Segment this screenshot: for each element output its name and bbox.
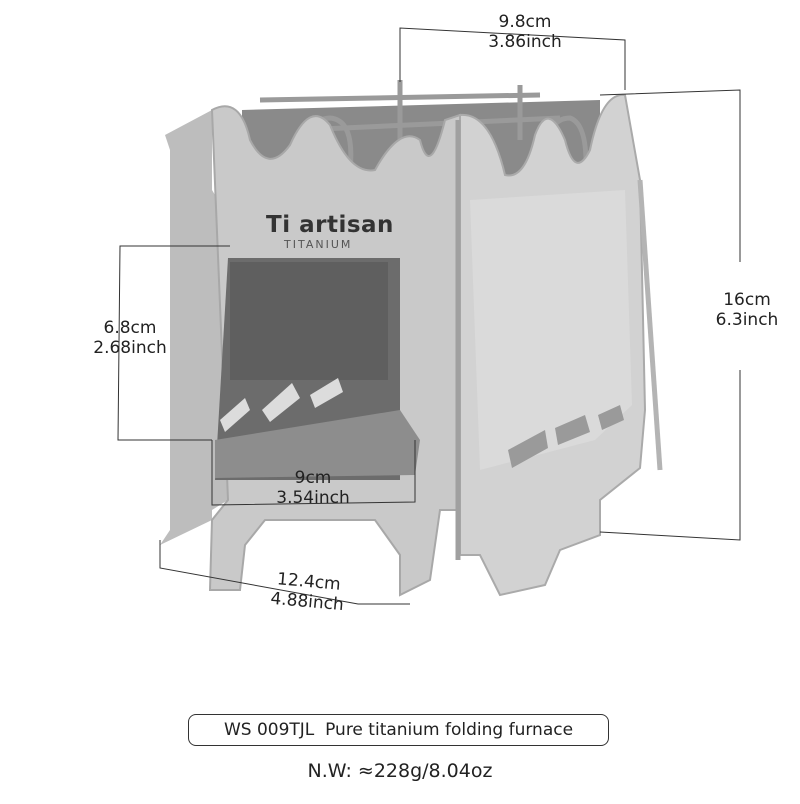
brand-name: Ti artisan xyxy=(266,212,394,238)
net-weight-label: N.W: xyxy=(307,760,352,782)
dimension-opening-inch: 2.68inch xyxy=(93,338,167,358)
dimension-inner-inch: 3.54inch xyxy=(276,488,350,508)
dimension-height: 16cm 6.3inch xyxy=(692,290,800,330)
dimension-top-cm: 9.8cm xyxy=(498,12,552,32)
dimension-height-inch: 6.3inch xyxy=(715,310,779,330)
net-weight-value: ≈228g/8.04oz xyxy=(357,760,493,782)
right-vent-slots xyxy=(508,405,624,468)
brand-sub: TITANIUM xyxy=(284,238,353,251)
right-panel-face xyxy=(470,190,632,470)
dimension-height-cm: 16cm xyxy=(723,290,771,310)
model-number: WS 009TJL xyxy=(223,720,315,740)
dimension-lines xyxy=(117,27,741,605)
dimension-top: 9.8cm 3.86inch xyxy=(470,12,580,52)
brand-logo: Ti artisan TITANIUM xyxy=(266,212,394,251)
product-description: Pure titanium folding furnace xyxy=(325,720,574,740)
dimension-inner-width: 9cm 3.54inch xyxy=(258,468,368,508)
stove-interior-back xyxy=(230,262,388,380)
dimension-opening: 6.8cm 2.68inch xyxy=(70,318,190,358)
dimension-opening-cm: 6.8cm xyxy=(103,318,157,338)
dimension-inner-cm: 9cm xyxy=(294,468,332,488)
stove-floor-tray xyxy=(215,410,420,478)
product-caption: WS 009TJL Pure titanium folding furnace xyxy=(188,714,609,746)
stove-side-left xyxy=(160,110,228,545)
net-weight: N.W: ≈228g/8.04oz xyxy=(0,760,800,782)
hinge-right xyxy=(637,179,663,471)
interior-vent-slots xyxy=(220,378,343,432)
dimension-top-inch: 3.86inch xyxy=(488,32,562,52)
